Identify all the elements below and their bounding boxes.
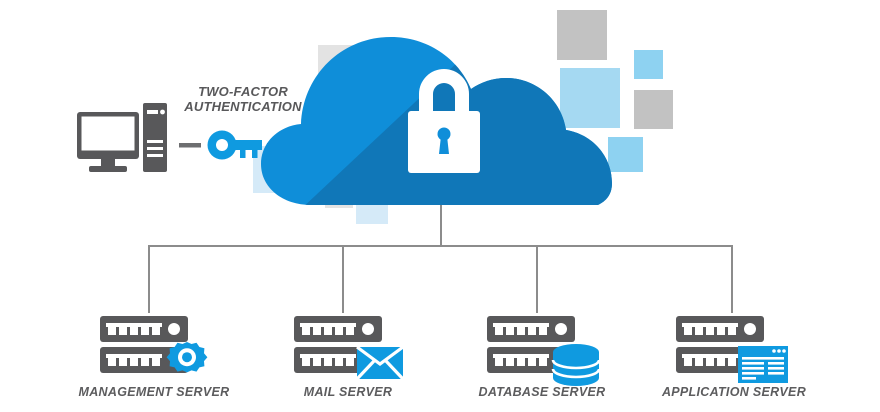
node-application-server [676,316,788,383]
square-sky-large-right [560,68,620,128]
square-sky-right-bottom [608,137,643,172]
two-factor-auth-label: TWO-FACTOR AUTHENTICATION [184,84,302,114]
padlock-keyhole [437,127,451,141]
node-management-server [100,316,208,373]
label-application-server: APPLICATION SERVER [661,385,807,399]
gear-icon [166,342,208,373]
label-mail-server: MAIL SERVER [303,385,393,399]
square-sky-right-mid [634,50,663,79]
node-database-server [487,316,601,386]
connector-dash-left [179,143,201,148]
server-rack-icon [676,316,764,373]
envelope-icon [355,345,405,381]
padlock-icon [408,69,480,173]
server-rack-icon [100,316,188,373]
browser-window-icon [738,346,788,383]
node-mail-server [294,316,405,381]
padlock-keyhole-stem [439,136,449,154]
label-database-server: DATABASE SERVER [478,385,606,399]
desktop-computer-icon [77,103,167,172]
database-cylinder-icon [551,344,601,386]
square-gray-top-right [557,10,607,60]
key-icon [207,130,262,160]
square-gray-right-lower [634,90,673,129]
label-management-server: MANAGEMENT SERVER [78,385,230,399]
